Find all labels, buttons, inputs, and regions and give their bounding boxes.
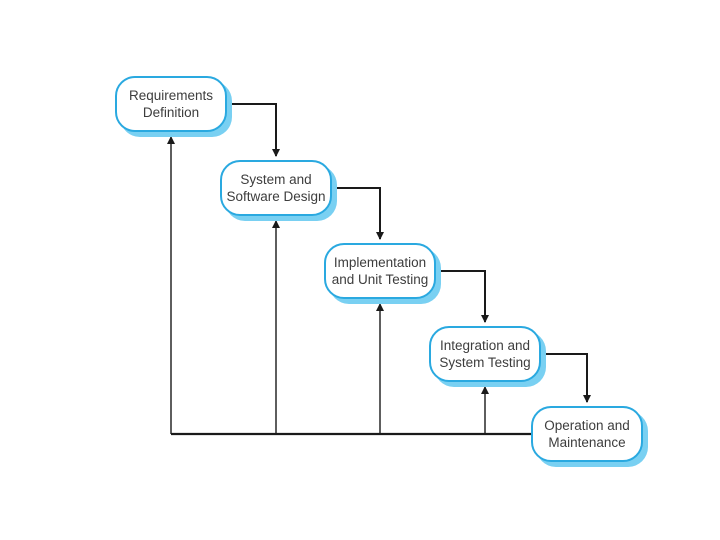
stage-label-line2: Software Design [226,189,326,204]
stage-label-line2: and Unit Testing [331,272,429,287]
stage-box-system-and-software-design: System and Software Design [220,160,332,216]
connector-forward-4 [541,353,591,403]
stage-label-line2: System Testing [439,355,531,370]
stage-box-requirements-definition: Requirements Definition [115,76,227,132]
stage-label-line1: System and [240,172,312,187]
connector-forward-3 [436,270,489,323]
stage-box-operation-and-maintenance: Operation and Maintenance [531,406,643,462]
stage-box-integration-and-system-testing: Integration and System Testing [429,326,541,382]
stage-label-line2: Definition [142,105,200,120]
stage-label-line1: Requirements [128,88,214,103]
stage-label-line1: Implementation [333,255,427,270]
stage-box-implementation-and-unit-testing: Implementation and Unit Testing [324,243,436,299]
stage-label-line1: Integration and [439,338,531,353]
stage-label-line2: Maintenance [548,435,626,450]
connector-forward-2 [332,187,384,240]
connector-forward-1 [227,103,280,157]
stage-label-line1: Operation and [544,418,630,433]
